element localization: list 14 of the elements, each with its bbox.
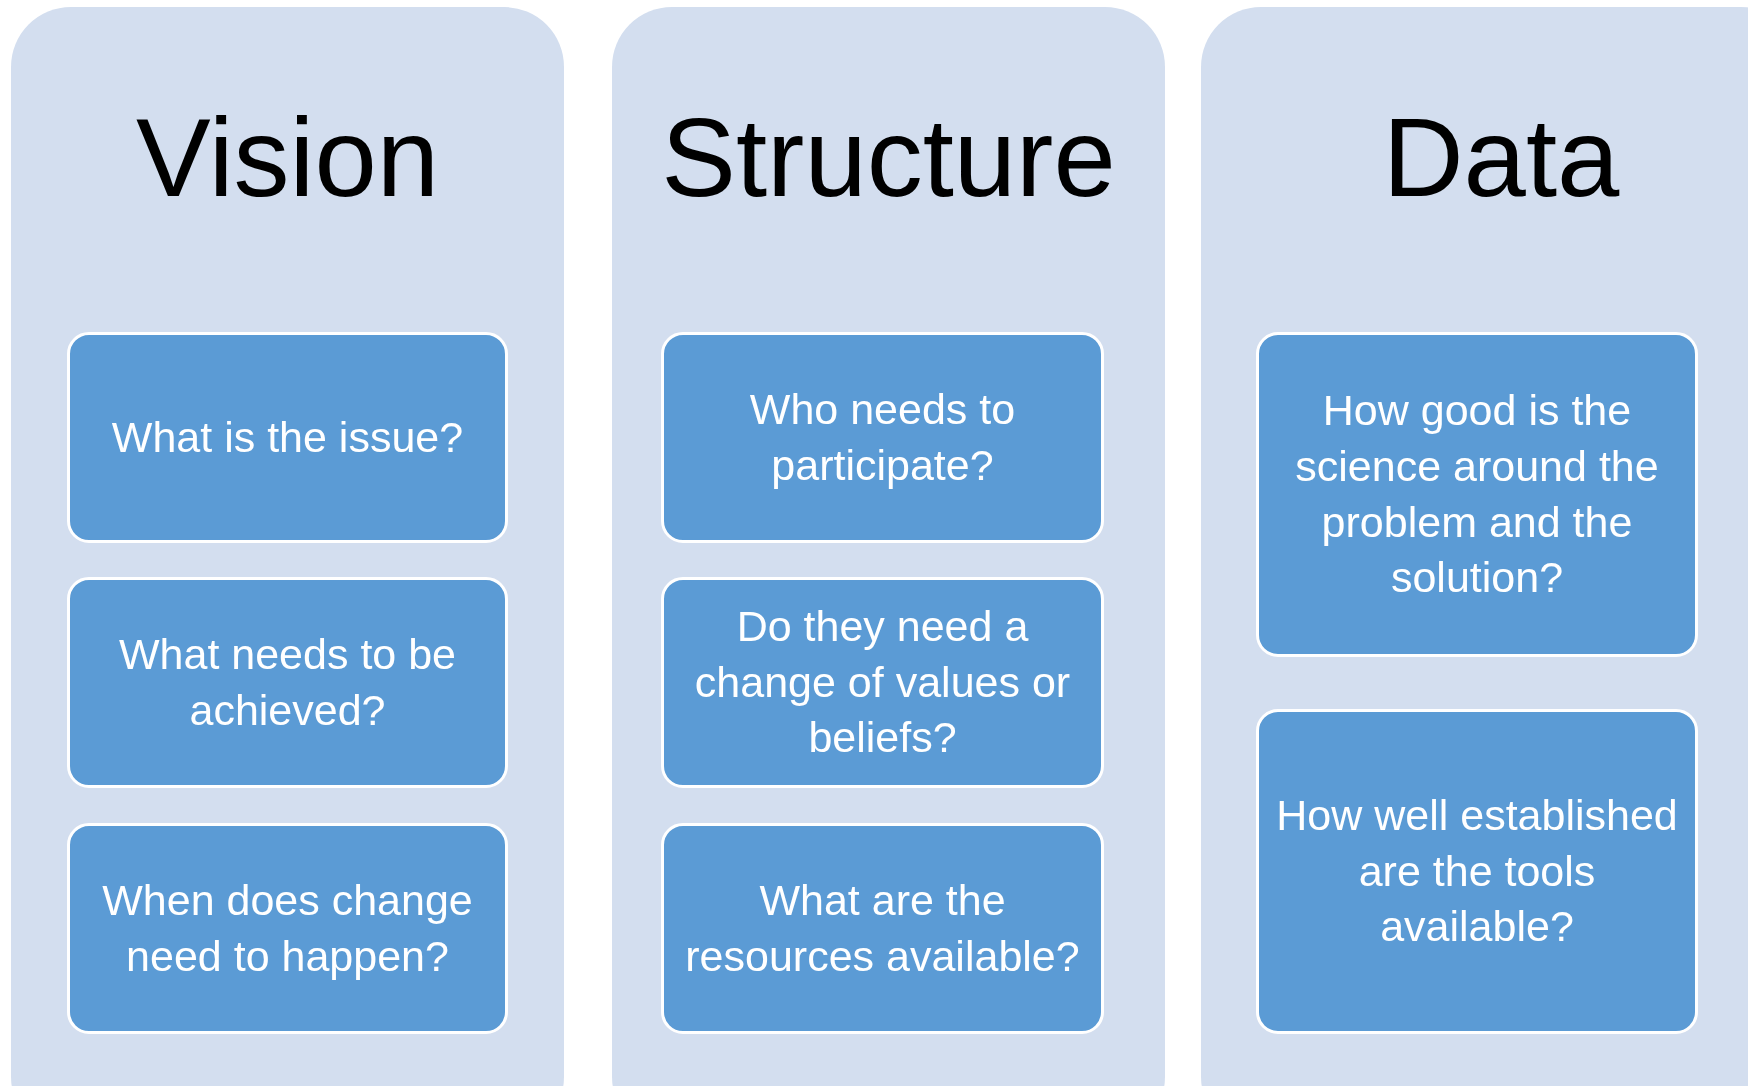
column-panel (11, 7, 564, 1086)
question-box: When does change need to happen? (67, 823, 508, 1034)
column-heading: Vision (136, 102, 439, 214)
question-box: Do they need a change of values or beliefs? (661, 577, 1104, 788)
column-heading: Data (1382, 102, 1620, 214)
column-panel (612, 7, 1165, 1086)
question-box: What are the resources available? (661, 823, 1104, 1034)
question-box: How good is the science around the problem and the solution? (1256, 332, 1698, 657)
question-box: What is the issue? (67, 332, 508, 543)
column-panel (1201, 7, 1748, 1086)
column-heading: Structure (661, 102, 1116, 214)
question-box: How well established are the tools available? (1256, 709, 1698, 1034)
question-box: What needs to be achieved? (67, 577, 508, 788)
question-box: Who needs to participate? (661, 332, 1104, 543)
